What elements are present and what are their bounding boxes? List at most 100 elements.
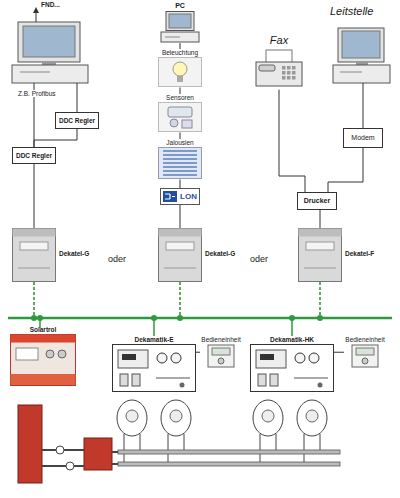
node-shape bbox=[344, 344, 386, 368]
device-node: LON bbox=[160, 188, 200, 205]
connection-line bbox=[180, 132, 181, 139]
device-node: Beleuchtung bbox=[158, 49, 202, 87]
device-node: Dekamatik-E bbox=[112, 336, 196, 392]
node-shape bbox=[158, 57, 202, 87]
node-shape bbox=[12, 228, 56, 282]
fax-key bbox=[282, 76, 286, 80]
connection-line bbox=[180, 43, 181, 49]
connection-line bbox=[279, 90, 305, 192]
fax-key bbox=[282, 71, 286, 75]
device-display bbox=[260, 354, 274, 360]
device-seam bbox=[18, 268, 50, 269]
node-label: Fax bbox=[270, 34, 288, 47]
bus-node bbox=[177, 315, 183, 321]
node-shape bbox=[158, 11, 202, 43]
annotation-label: oder bbox=[108, 255, 126, 265]
lon-logo-mark bbox=[165, 194, 175, 199]
storage-tank bbox=[18, 405, 42, 483]
device-seam bbox=[294, 378, 328, 379]
pipe bbox=[112, 451, 118, 453]
device-lamp bbox=[180, 383, 185, 388]
heat-generator bbox=[84, 438, 112, 470]
node-label: Dekamatik-E bbox=[134, 336, 173, 343]
node-label: PC bbox=[175, 2, 185, 10]
pc-base bbox=[333, 65, 390, 83]
boiler bbox=[253, 400, 283, 436]
bus-node bbox=[37, 315, 43, 321]
fax-handset bbox=[259, 65, 275, 71]
device-seam bbox=[156, 378, 190, 379]
boiler-burner bbox=[306, 410, 318, 422]
node-shape bbox=[200, 344, 242, 368]
fax-key bbox=[287, 71, 291, 75]
node-shape bbox=[10, 334, 76, 386]
connection-line bbox=[320, 210, 321, 228]
device-housing bbox=[299, 229, 342, 282]
device-housing bbox=[113, 345, 196, 392]
control-display bbox=[356, 348, 374, 355]
pc-base bbox=[12, 65, 88, 83]
icon-panel bbox=[159, 148, 202, 179]
device-node: Dekatel-F bbox=[298, 228, 342, 282]
device-housing bbox=[11, 335, 76, 386]
bus-drop bbox=[179, 282, 181, 318]
connection-line bbox=[34, 164, 35, 228]
node-label: Sensoren bbox=[166, 94, 194, 101]
boiler-burner bbox=[170, 410, 182, 422]
pipe bbox=[42, 465, 84, 467]
device-display bbox=[20, 242, 48, 250]
node-shape bbox=[252, 48, 306, 90]
fax-key bbox=[282, 66, 286, 70]
boiler-pipe bbox=[320, 434, 321, 452]
connection-line bbox=[328, 148, 363, 192]
pc-monitor bbox=[166, 12, 194, 31]
device-switch bbox=[270, 374, 278, 386]
blind-slat bbox=[163, 159, 197, 161]
bus-node bbox=[289, 315, 295, 321]
device-seam bbox=[304, 268, 336, 269]
device-node: Dekatel-G bbox=[12, 228, 56, 282]
node-shape bbox=[158, 147, 202, 179]
bus-node bbox=[317, 315, 323, 321]
bus-wire bbox=[77, 83, 78, 112]
device-housing bbox=[13, 229, 56, 282]
device-housing bbox=[159, 229, 202, 282]
blind-slat bbox=[163, 175, 197, 177]
node-label: Dekamatik-HK bbox=[270, 336, 314, 343]
connection-line bbox=[334, 352, 344, 353]
device-knob bbox=[157, 353, 167, 363]
node-label: DDC Regler bbox=[59, 117, 95, 124]
node-shape bbox=[158, 102, 202, 132]
device-band bbox=[13, 229, 56, 237]
node-shape bbox=[112, 344, 196, 392]
node-label: Bedieneinheit bbox=[345, 336, 384, 343]
device-node: Dekamatik-HK bbox=[250, 336, 334, 392]
device-node: Solartrol bbox=[10, 326, 76, 386]
bulb-socket bbox=[177, 76, 183, 82]
fax-key bbox=[292, 76, 296, 80]
component-box: DDC Regler bbox=[55, 112, 99, 129]
component-box: DDC Regler bbox=[12, 147, 56, 164]
node-shape bbox=[250, 344, 334, 392]
blind-slat bbox=[163, 151, 197, 153]
connection-line bbox=[196, 352, 200, 353]
fax-key bbox=[292, 71, 296, 75]
device-panel bbox=[256, 350, 286, 368]
pc-monitor bbox=[18, 22, 80, 62]
fax-key bbox=[287, 66, 291, 70]
device-knob bbox=[171, 353, 181, 363]
device-band bbox=[159, 229, 202, 237]
boiler-pipe bbox=[304, 434, 305, 464]
device-band bbox=[11, 335, 76, 343]
device-housing bbox=[251, 345, 334, 392]
device-band bbox=[299, 229, 342, 237]
blind-slat bbox=[163, 167, 197, 169]
device-lamp bbox=[318, 383, 323, 388]
bus-drop bbox=[33, 282, 35, 318]
device-node: Bedieneinheit bbox=[200, 336, 242, 368]
component-box: Drucker bbox=[297, 192, 337, 210]
modem-wire bbox=[363, 83, 364, 128]
boiler-burner bbox=[126, 410, 138, 422]
pipe bbox=[112, 463, 118, 465]
